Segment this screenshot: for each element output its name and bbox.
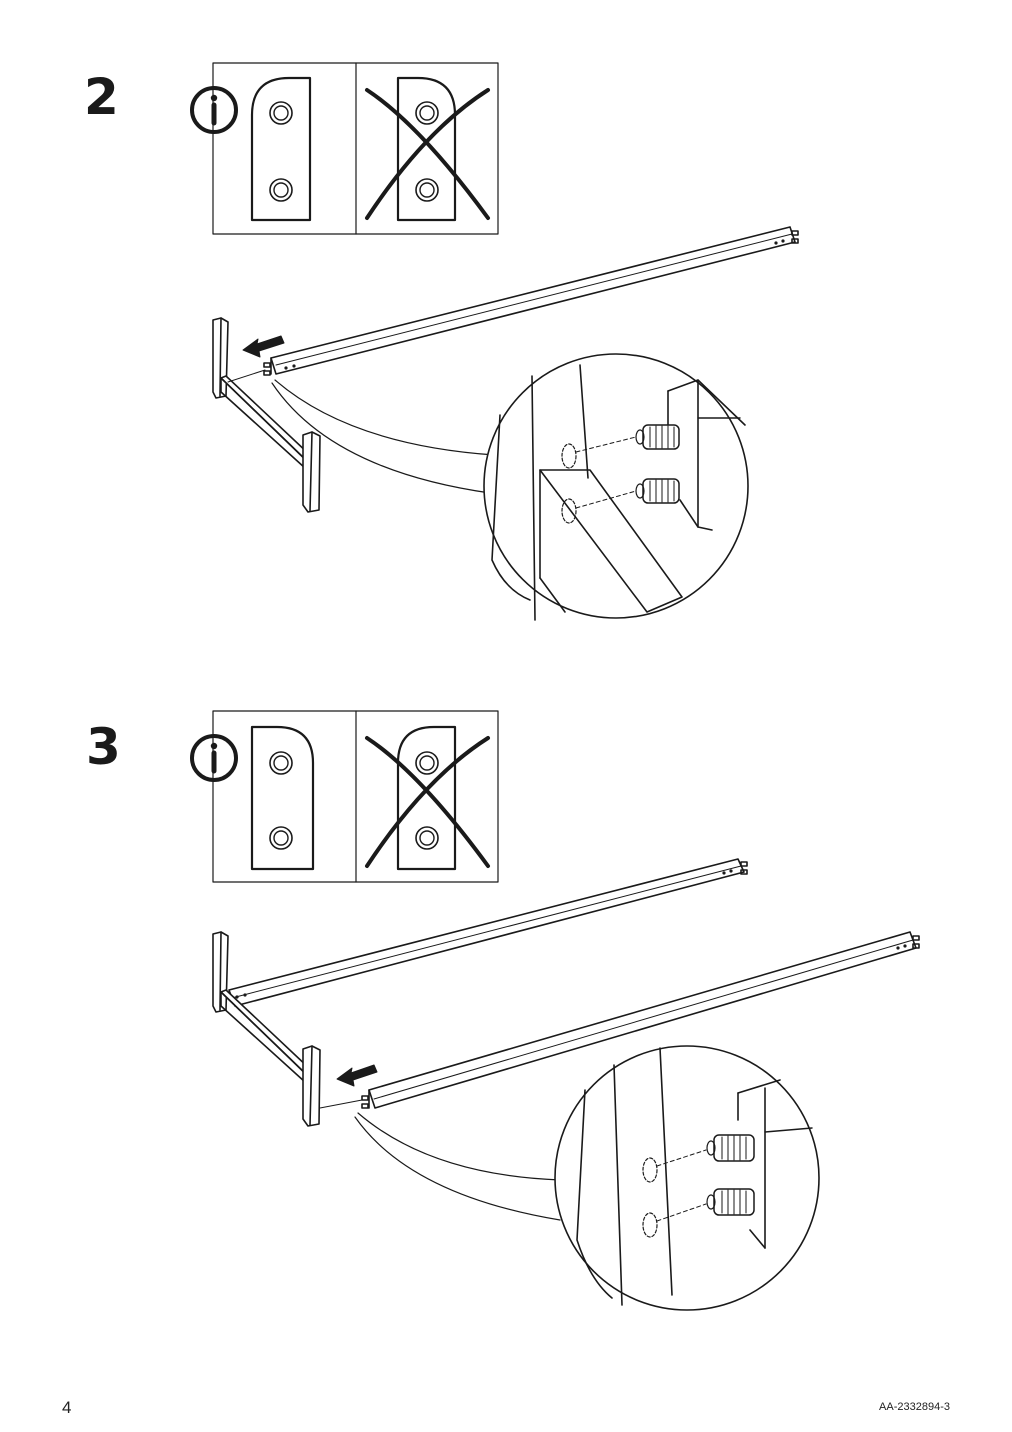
document-code: AA-2332894-3 — [879, 1401, 950, 1413]
step-3-assembly — [212, 858, 920, 1311]
dowel-icon — [635, 478, 680, 504]
dowel-icon — [635, 424, 680, 450]
dowel-icon — [706, 1134, 755, 1162]
step-2-detail-magnifier — [483, 353, 749, 621]
insert-arrow-icon — [336, 1064, 378, 1087]
step-2-assembly — [212, 226, 799, 621]
cross-mark-icon — [365, 88, 490, 220]
step-3-number: 3 — [86, 718, 121, 776]
step-3-info-panel — [190, 710, 499, 883]
step-2-info-panel — [190, 62, 499, 235]
dowel-icon — [706, 1188, 755, 1216]
step-2-number: 2 — [84, 68, 119, 126]
correct-orientation-plate — [250, 76, 312, 222]
cross-mark-icon — [365, 736, 490, 868]
wrong-orientation-plate — [365, 725, 490, 871]
insert-arrow-icon — [242, 335, 285, 358]
wrong-orientation-plate — [365, 76, 490, 222]
step-3-detail-magnifier — [554, 1045, 820, 1311]
correct-orientation-plate — [250, 725, 315, 871]
info-icon — [190, 734, 238, 782]
info-icon — [190, 86, 238, 134]
page-number: 4 — [62, 1398, 72, 1417]
